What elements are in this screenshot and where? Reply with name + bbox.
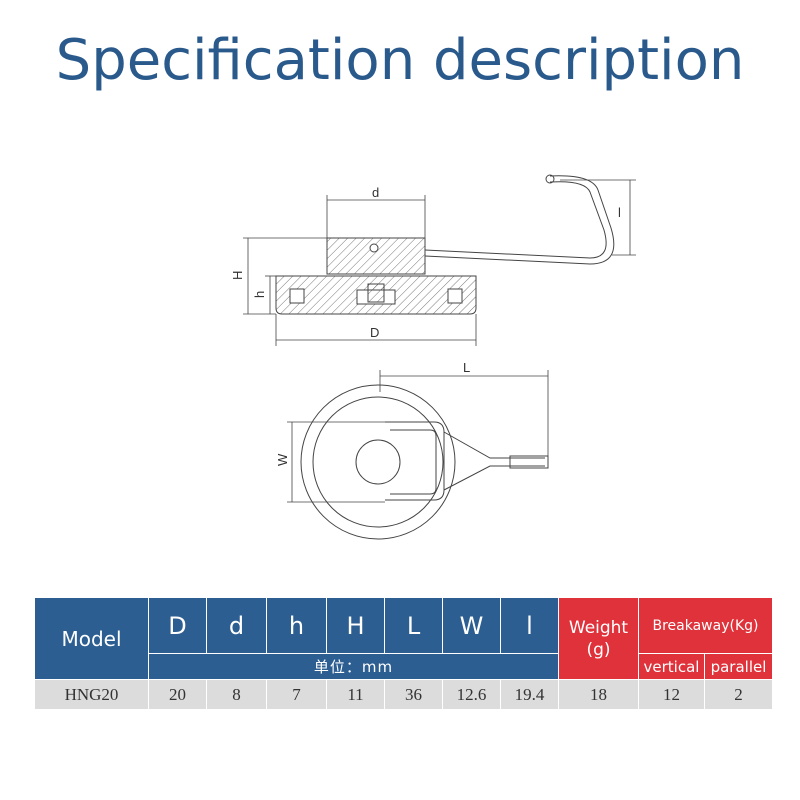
cell-model: HNG20 <box>34 679 149 710</box>
cell-D: 20 <box>148 679 207 710</box>
dim-H: H <box>230 271 245 280</box>
page-title: Specification description <box>55 28 745 93</box>
header-weight: Weight (g) <box>558 597 639 680</box>
header-d: d <box>206 597 267 654</box>
header-W: W <box>442 597 501 654</box>
technical-drawing: d D H h l L W <box>230 174 636 540</box>
dim-L: L <box>463 360 470 375</box>
cell-parallel: 2 <box>704 679 773 710</box>
cell-h: 7 <box>266 679 327 710</box>
side-view <box>275 174 615 315</box>
side-view-dimensions <box>243 179 636 346</box>
dim-d: d <box>372 185 379 200</box>
top-view-dimensions <box>287 370 549 503</box>
header-breakaway: Breakaway(Kg) <box>638 597 773 654</box>
cell-l: 19.4 <box>500 679 559 710</box>
cell-weight: 18 <box>558 679 639 710</box>
cell-W: 12.6 <box>442 679 501 710</box>
header-vertical: vertical <box>638 653 705 680</box>
table-row: HNG20 20 8 7 11 36 12.6 19.4 18 12 2 <box>34 679 773 710</box>
cell-d: 8 <box>206 679 267 710</box>
dim-h: h <box>252 291 267 298</box>
dim-D: D <box>370 325 379 340</box>
cell-vertical: 12 <box>638 679 705 710</box>
header-weight-line2: (g) <box>586 639 611 660</box>
cell-H: 11 <box>326 679 385 710</box>
header-D: D <box>148 597 207 654</box>
header-l: l <box>500 597 559 654</box>
unit-label: 单位：mm <box>148 653 559 680</box>
top-view <box>300 384 549 540</box>
spec-table: Model D d h H L W l Weight (g) Breakaway… <box>34 597 773 710</box>
header-weight-line1: Weight <box>568 617 629 638</box>
header-h: h <box>266 597 327 654</box>
header-model: Model <box>34 597 149 680</box>
header-L: L <box>384 597 443 654</box>
dim-W: W <box>275 453 290 466</box>
header-H: H <box>326 597 385 654</box>
header-parallel: parallel <box>704 653 773 680</box>
cell-L: 36 <box>384 679 443 710</box>
dim-l: l <box>618 205 621 220</box>
